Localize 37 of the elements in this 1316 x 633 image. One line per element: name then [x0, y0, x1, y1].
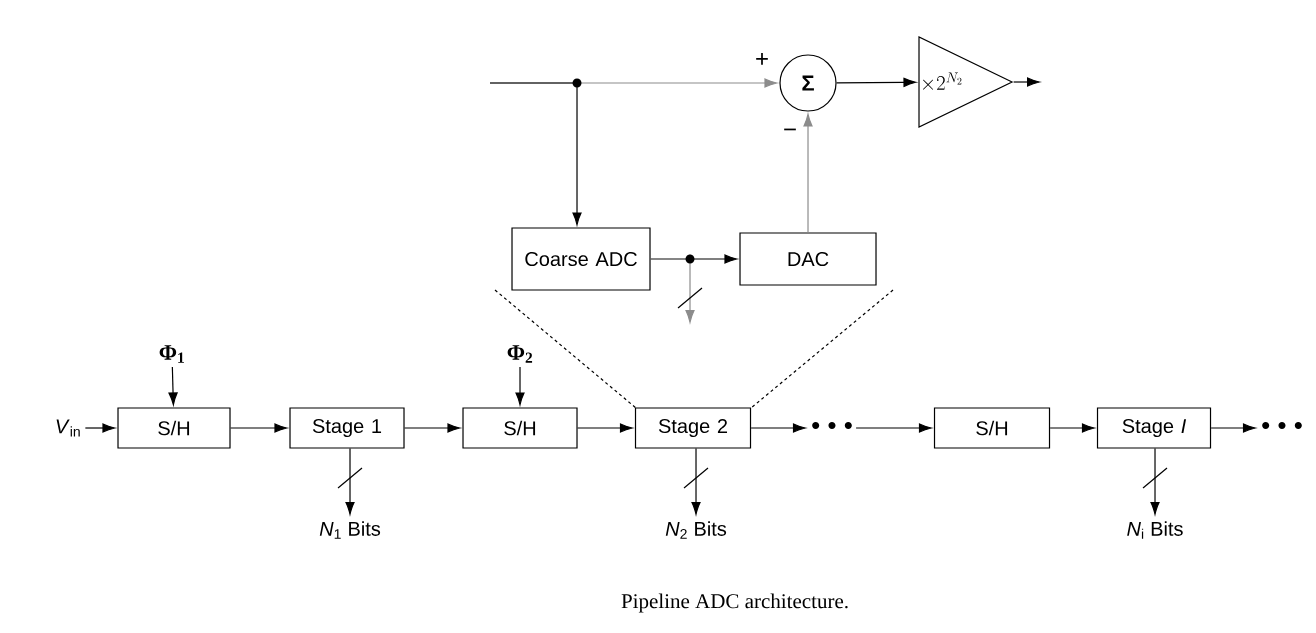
ellipsis-dots: • • • — [812, 421, 852, 429]
arrow — [345, 448, 355, 515]
ellipsis-dots: • • • — [1262, 421, 1302, 429]
signal-label: N$_{i}$ Bits — [1127, 521, 1183, 539]
block-box: S/H — [462, 407, 578, 449]
arrow — [84, 423, 116, 433]
block-box: Coarse ADC — [511, 227, 651, 291]
sign-label: − — [784, 128, 796, 131]
arrow — [168, 366, 178, 406]
clock-label: Φ$_{2}$ — [507, 345, 533, 363]
arrow — [230, 423, 288, 433]
arrow — [691, 448, 701, 515]
block-box: Stage 2 — [634, 407, 752, 449]
signal-label: V$_{in}$ — [56, 419, 80, 437]
block-box: Stage I — [1096, 407, 1212, 449]
block-box: S/H — [933, 407, 1051, 449]
arrow — [650, 258, 695, 323]
arrow — [1150, 448, 1160, 515]
caption: Pipeline ADC architecture. — [621, 593, 848, 613]
block-box: S/H — [117, 407, 231, 449]
arrow — [577, 423, 633, 433]
arrow — [489, 82, 582, 226]
arrow — [803, 113, 813, 233]
block-box: Stage 1 — [289, 407, 405, 449]
sign-label: + — [756, 53, 768, 65]
arrow — [515, 366, 525, 406]
block-box: DAC — [739, 232, 877, 286]
signal-label: N$_{1}$ Bits — [319, 521, 381, 539]
arrow — [1013, 77, 1040, 87]
arrow — [855, 423, 932, 433]
arrow — [750, 423, 806, 433]
clock-label: Φ$_{1}$ — [159, 345, 184, 363]
arrow — [1210, 423, 1256, 433]
arrow — [404, 423, 461, 433]
arrow — [836, 77, 917, 87]
arrow — [1049, 423, 1095, 433]
signal-label: N$_{2}$ Bits — [665, 521, 727, 539]
